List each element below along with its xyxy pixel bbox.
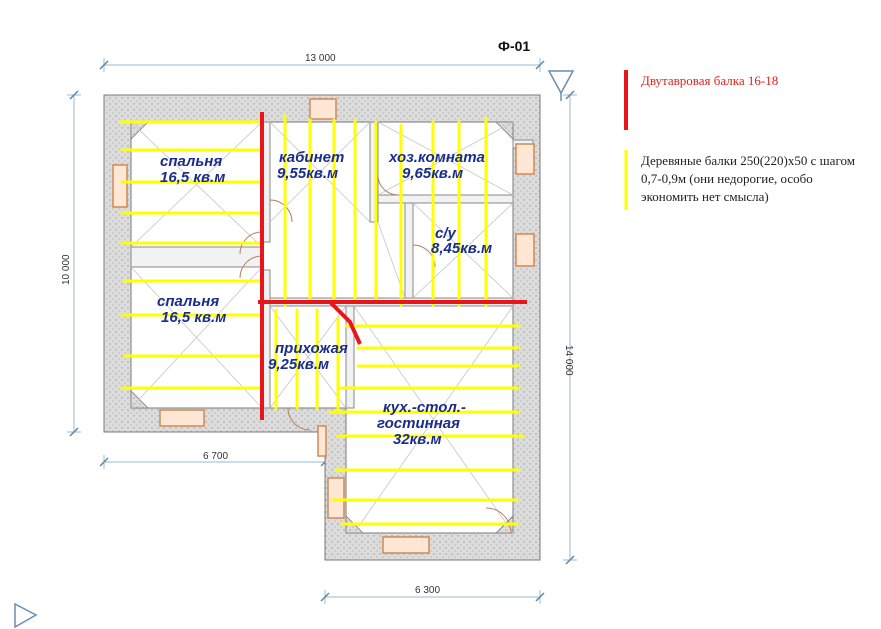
dim-left: 10 000 xyxy=(61,254,72,285)
room-1-name: спальня xyxy=(160,153,222,170)
room-3-area: 9,65кв.м xyxy=(402,165,463,182)
room-diagonals xyxy=(130,121,514,534)
dim-bottom-right: 6 300 xyxy=(415,585,440,596)
room-6-name: прихожая xyxy=(275,340,348,357)
room-7-name2: гостинная xyxy=(377,415,460,432)
dim-bottom-left: 6 700 xyxy=(203,451,228,462)
room-5-area: 16,5 кв.м xyxy=(161,309,226,326)
room-2-name: кабинет xyxy=(279,149,344,166)
room-3-name: хоз.комната xyxy=(388,149,485,166)
legend-i-beam-label: Двутавровая балка 16-18 xyxy=(641,73,779,88)
room-7-name: кух.-стол.- xyxy=(383,399,466,416)
room-labels: спальня 16,5 кв.м кабинет 9,55кв.м хоз.к… xyxy=(157,149,492,448)
dim-right: 14 000 xyxy=(563,345,574,376)
section-marker-icon xyxy=(547,70,575,95)
wood-beams xyxy=(118,114,525,526)
room-4-name: с/у xyxy=(435,225,457,242)
dimension-ticks xyxy=(69,60,575,602)
room-5-name: спальня xyxy=(157,293,219,310)
room-7-area: 32кв.м xyxy=(393,431,442,448)
dim-top: 13 000 xyxy=(305,53,336,64)
i-beams xyxy=(258,112,527,420)
room-6-area: 9,25кв.м xyxy=(268,356,329,373)
triangle-arrow-icon xyxy=(14,602,38,629)
dimension-lines xyxy=(67,58,577,604)
room-4-area: 8,45кв.м xyxy=(431,240,492,257)
room-2-area: 9,55кв.м xyxy=(277,165,338,182)
legend-wood-beams-label: Деревяные балки 250(220)х50 с шагом 0,7-… xyxy=(641,153,855,204)
windows xyxy=(112,98,535,554)
sheet-code: Ф-01 xyxy=(498,38,530,54)
entrance-door xyxy=(317,425,327,457)
room-1-area: 16,5 кв.м xyxy=(160,169,225,186)
